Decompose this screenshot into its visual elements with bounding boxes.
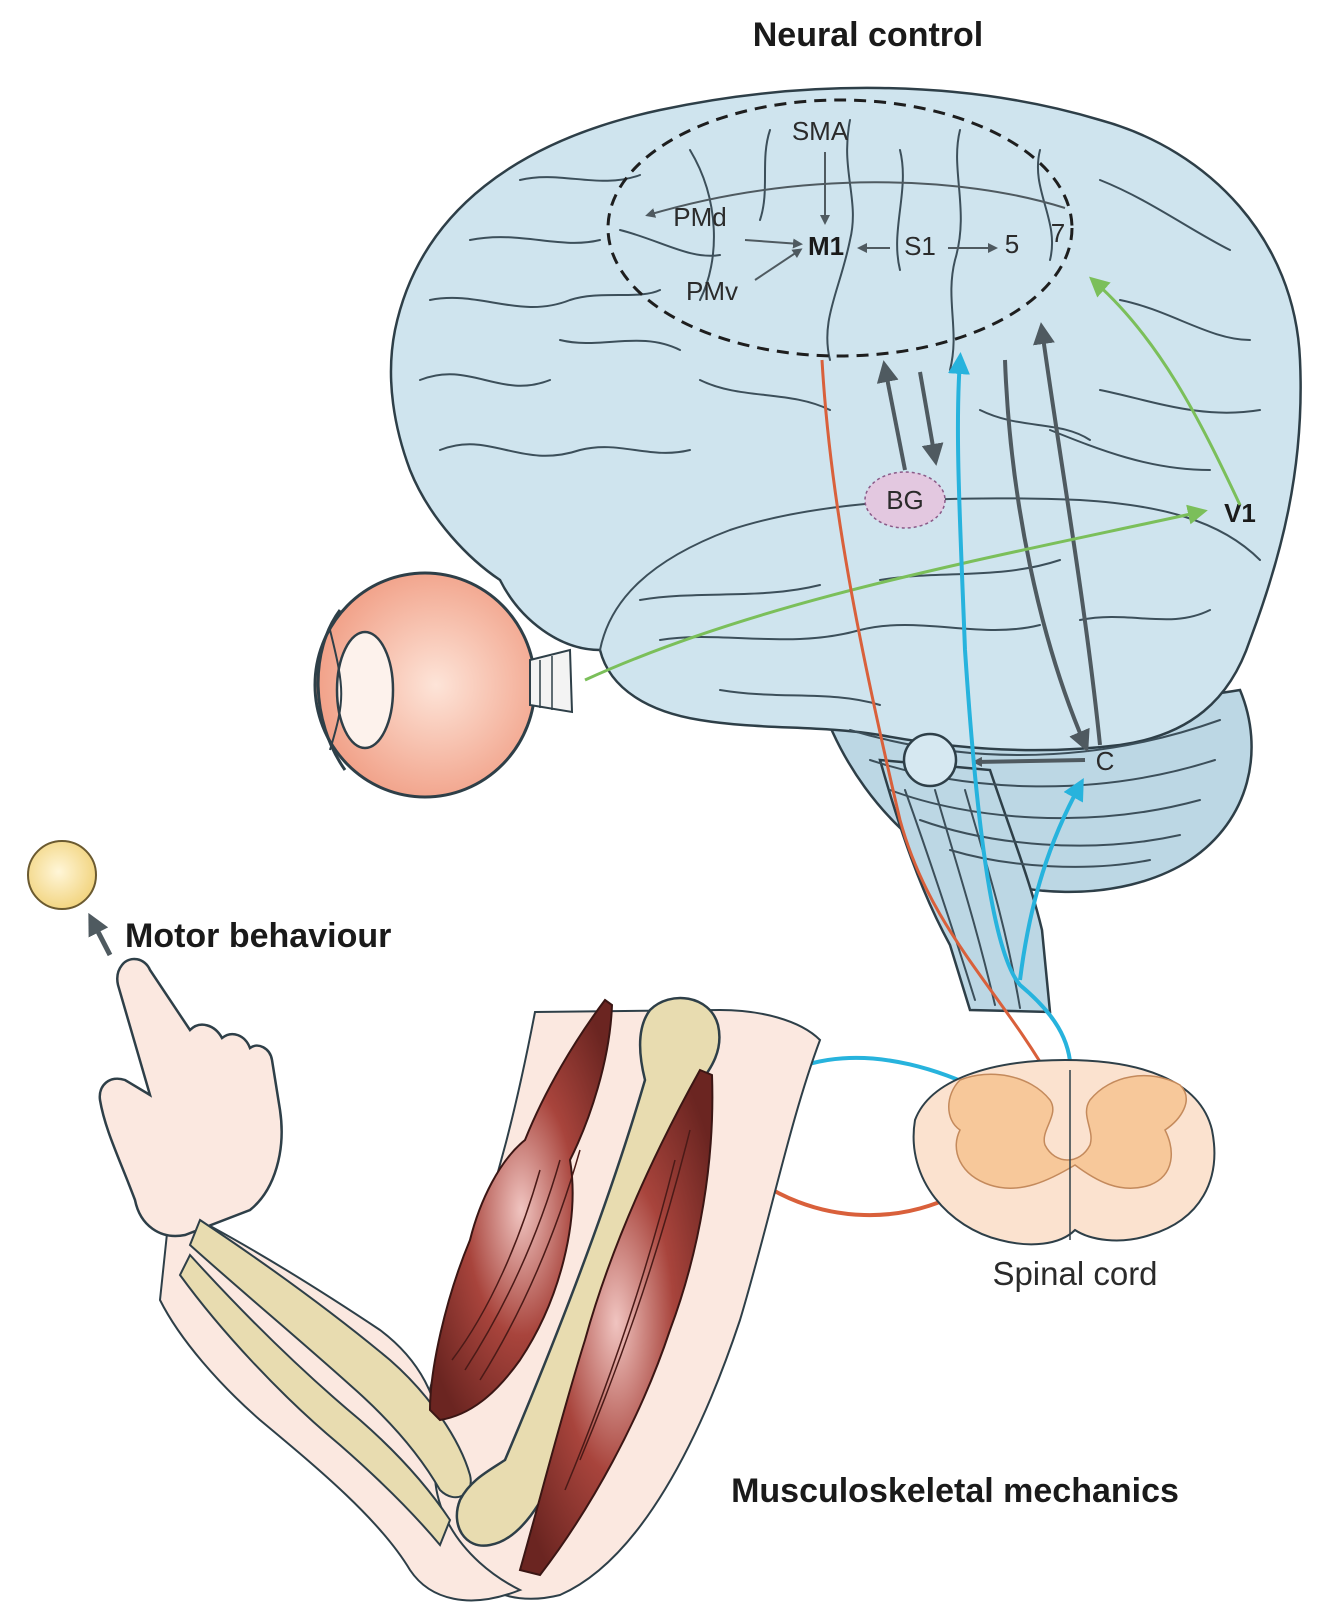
heading-neural-control: Neural control [753,16,983,54]
deep-nucleus [904,734,956,786]
arrow-finger-to-target [92,920,110,955]
region-label-bg: BG [886,485,924,515]
region-label-area5: 5 [1005,229,1019,259]
pointing-hand-icon [100,959,282,1236]
arm-illustration [100,959,820,1600]
heading-motor-behaviour: Motor behaviour [125,917,391,955]
region-label-m1: M1 [808,231,844,261]
target-ball-icon [28,841,96,909]
region-label-pmv: PMv [686,276,738,306]
spinal-cord-label: Spinal cord [992,1255,1157,1292]
region-label-sma: SMA [792,116,849,146]
spinal-cord-section: Spinal cord [914,1060,1215,1292]
arrow-cerebellum-to-nucleus [975,760,1085,762]
region-label-s1: S1 [904,231,936,261]
region-label-cerebellum: C [1096,746,1115,776]
heading-musculoskeletal-mechanics: Musculoskeletal mechanics [731,1472,1179,1510]
region-label-area7: 7 [1051,218,1065,248]
brain-illustration [391,88,1301,1012]
